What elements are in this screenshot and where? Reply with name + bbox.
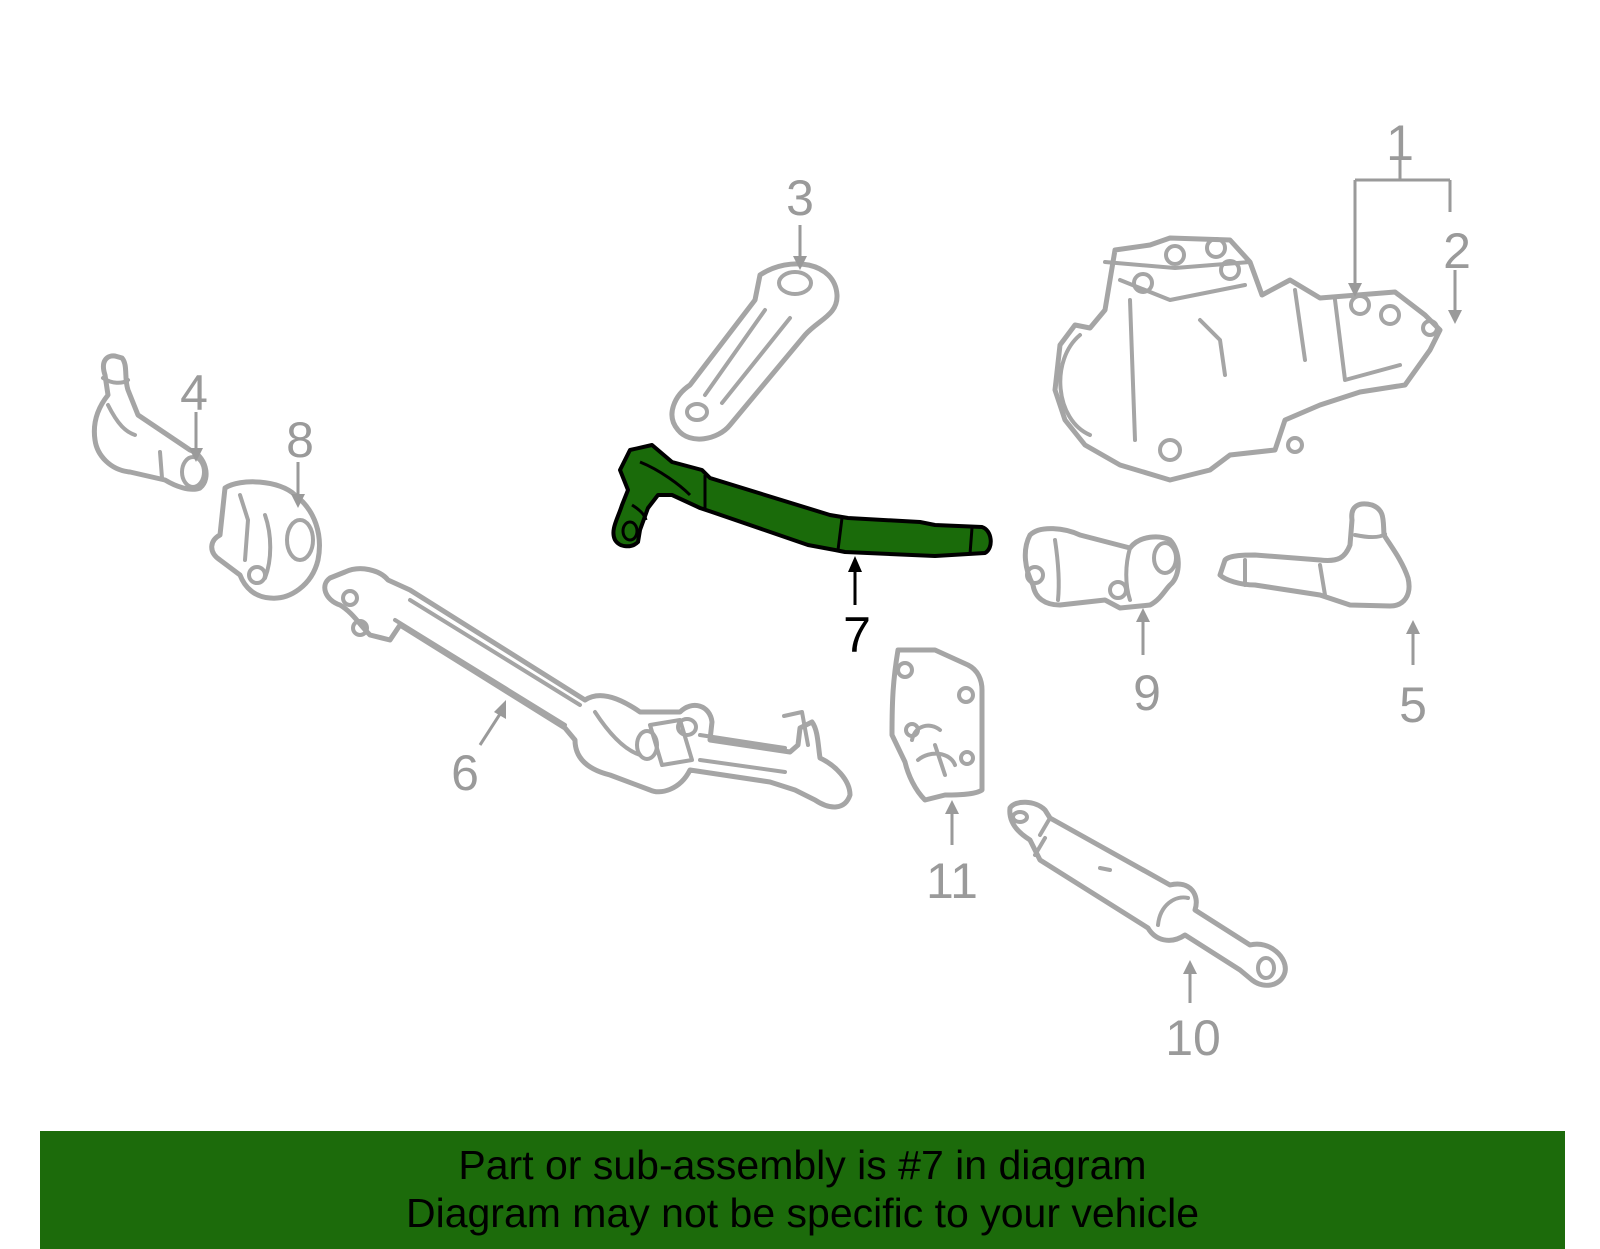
callout-7[interactable]: 7 — [843, 607, 871, 663]
part-bracket[interactable] — [889, 647, 985, 803]
part-steering-damper[interactable] — [1007, 799, 1288, 988]
part-pitman-arm[interactable] — [669, 261, 840, 442]
part-adjusting-sleeve-right[interactable] — [1022, 526, 1181, 611]
part-tie-rod-end-right[interactable] — [1217, 501, 1412, 609]
part-steering-gear[interactable] — [1052, 235, 1443, 483]
callout-5: 5 — [1399, 677, 1427, 733]
banner-line-2: Diagram may not be specific to your vehi… — [405, 1190, 1199, 1236]
parts-diagram: 1 2 3 4 8 7 9 5 6 11 10 — [91, 115, 1471, 1066]
callout-10: 10 — [1165, 1010, 1221, 1066]
callout-1: 1 — [1386, 115, 1414, 171]
part-adjusting-sleeve-left[interactable] — [209, 479, 322, 601]
callout-2: 2 — [1443, 223, 1471, 279]
callout-4: 4 — [180, 365, 208, 421]
callout-8: 8 — [286, 412, 314, 468]
part-tie-rod-highlighted[interactable] — [611, 443, 993, 558]
callout-11: 11 — [926, 853, 978, 909]
callout-9: 9 — [1133, 665, 1161, 721]
callout-6: 6 — [451, 745, 479, 801]
info-banner: Part or sub-assembly is #7 in diagram Di… — [40, 1131, 1565, 1249]
part-tie-rod-end-left[interactable] — [91, 353, 209, 492]
banner-line-1: Part or sub-assembly is #7 in diagram — [458, 1142, 1147, 1188]
part-center-link[interactable] — [322, 566, 853, 810]
callout-leaders — [189, 158, 1462, 1003]
callout-3: 3 — [786, 170, 814, 226]
